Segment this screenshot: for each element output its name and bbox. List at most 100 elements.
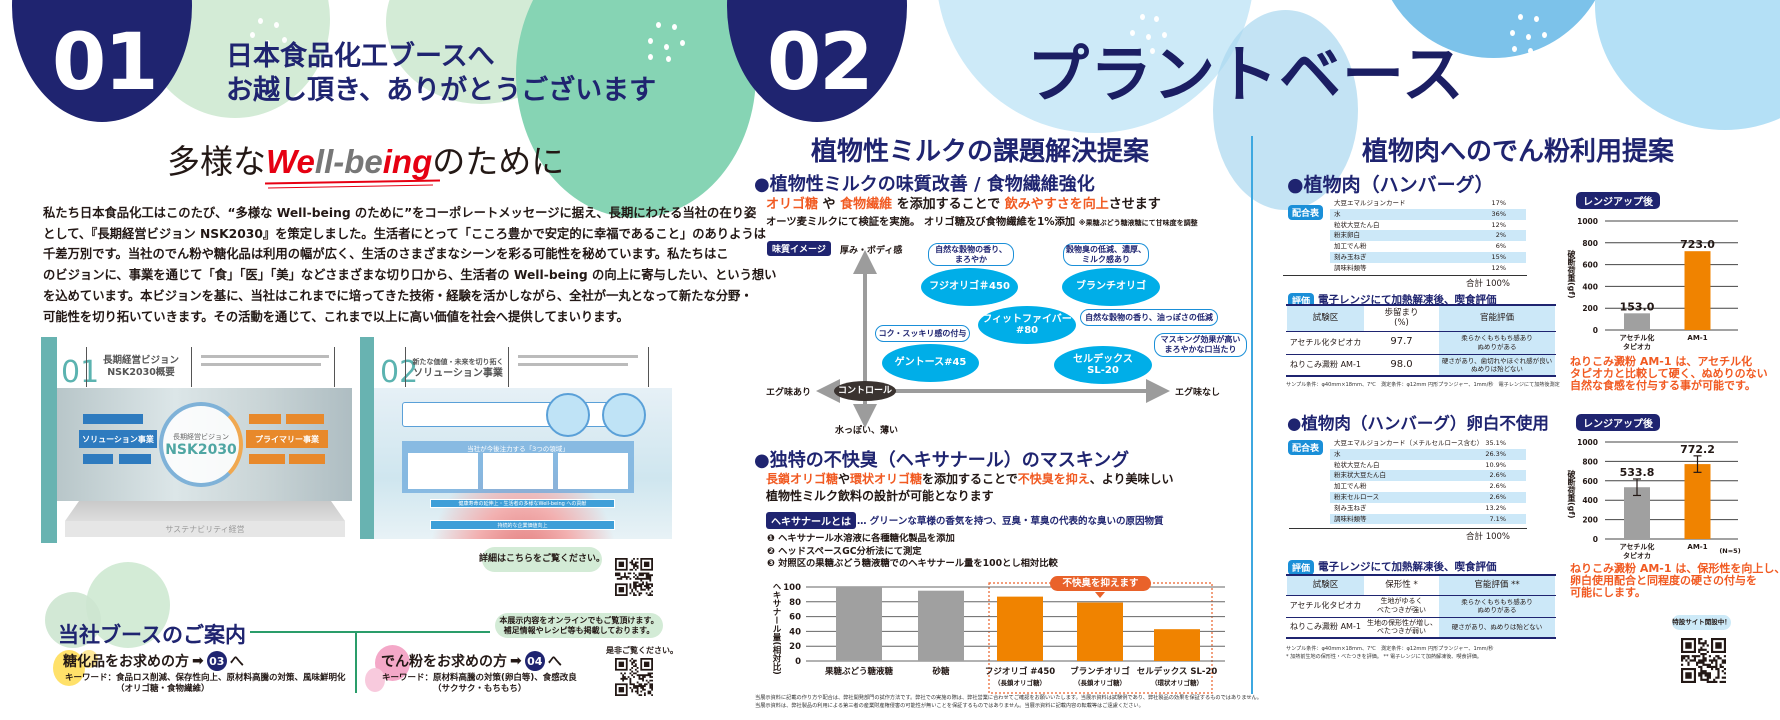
bar	[997, 596, 1043, 661]
online-bubble: 本展示内容をオンラインでもご覧頂けます。補足情報やレシピ等も掲載しております。	[495, 613, 663, 638]
bar	[1684, 464, 1711, 539]
hexanal-callout: 不快臭を抑えます	[1050, 576, 1151, 591]
starch-keywords: キーワード：原材料高騰の対策(卵白等)、食感改良（サクサク・もちもち）	[382, 673, 577, 694]
qr-modules	[615, 658, 653, 696]
milk-note-1: オーツ麦ミルクにて検証を実施。 オリゴ糖及び食物繊維を1%添加 ※果糖ぶどう糖液…	[766, 216, 1198, 228]
value-circle	[602, 393, 646, 437]
ingredient: 刻み玉ねぎ	[1334, 253, 1367, 261]
bar	[836, 587, 882, 661]
ratio: 12%	[1491, 263, 1506, 272]
category-label: 砂糖	[931, 666, 950, 677]
bar	[918, 590, 964, 661]
ratio: 36%	[1491, 209, 1506, 218]
column-header: 歩留まり (%)	[1364, 305, 1439, 332]
table-cell: 生地の保形性が増し、 べたつきが弱い	[1364, 617, 1439, 639]
column-header: 試験区	[1286, 305, 1365, 332]
ingredient: 粉末卵白	[1334, 231, 1360, 240]
column-divider	[1251, 136, 1253, 694]
paragraph-line: 千差万別です。当社のでん粉や糖化品は利用の幅が広く、生活のさまざまなシーンを彩る…	[43, 247, 729, 262]
meat-heading: 植物肉へのでん粉利用提案	[1362, 137, 1675, 167]
decor-circle	[365, 668, 385, 692]
decor-circle	[516, 0, 756, 218]
decor-dot	[656, 22, 661, 28]
category-label: AM-1	[1687, 334, 1707, 342]
y-tick-label: 200	[1582, 304, 1598, 313]
sub-box	[119, 454, 151, 464]
hexanal-bar-chart: 020406080100果糖ぶどう糖液糖砂糖フジオリゴ #450（長鎖オリゴ糖）…	[783, 582, 1225, 694]
decor-circle	[86, 562, 170, 648]
ratio: 10.9%	[1485, 460, 1506, 469]
qr-code-icon	[1681, 638, 1726, 683]
ratio: 2.6%	[1489, 493, 1506, 501]
sample-note: サンプル条件：φ40mm×18mm、7℃ 測定条件：φ12mm 円形プランジャー…	[1286, 382, 1560, 388]
axis-bottom-label: 水っぽい、薄い	[835, 426, 899, 436]
recipe-row: 大豆エマルジョンカード（メチルセルロース含む）35.1%	[1330, 438, 1526, 449]
y-tick-label: 600	[1582, 477, 1598, 486]
y-tick-label: 800	[1582, 239, 1598, 248]
decor-dot	[250, 32, 255, 38]
lineup-circle	[546, 393, 590, 437]
sub-box	[286, 414, 324, 424]
comment-bubble: マスキング効果が高い まろやかな口当たり	[1154, 333, 1247, 357]
decor-dot	[1146, 34, 1151, 40]
paragraph-line: として、『長期経営ビジョン NSK2030』を策定しました。生活者にとって「ここ…	[43, 226, 766, 241]
column-header: 保形性 *	[1364, 575, 1439, 596]
paragraph-line: 私たち日本食品化工はこのたび、“多様な Well-being のために”をコーポ…	[43, 206, 757, 220]
column-header: 官能評価	[1438, 305, 1556, 332]
product-branch-oligo: ブランチオリゴ	[1062, 268, 1160, 306]
panel-strip	[360, 337, 374, 539]
decor-dot	[1162, 32, 1167, 38]
page-title: プラントベース	[1027, 38, 1465, 111]
decor-dot	[664, 44, 669, 50]
ratio: 2%	[1495, 231, 1506, 240]
section-04-link[interactable]: 04	[524, 651, 545, 671]
value-label: 153.0	[1620, 300, 1655, 313]
ratio: 6%	[1495, 242, 1506, 251]
y-tick-label: 0	[1593, 535, 1598, 544]
decor-circle	[53, 650, 85, 686]
decor-circle	[1213, 10, 1358, 210]
comment-bubble: 自然な穀物の香り、油っぽさの低減	[1080, 309, 1218, 326]
decor-circle	[1595, 0, 1780, 130]
divider	[86, 347, 87, 387]
decor-dot	[258, 18, 263, 24]
table-row: アセチル化タピオカ生地がゆるく べたつきが強い柔らかくもちもち感あり ぬめりがあ…	[1286, 595, 1556, 618]
hexanal-description: … グリーンな草様の香気を持つ、豆臭・草臭の代表的な臭いの原因物質	[857, 516, 1164, 527]
ingredient: 粉末セルロース	[1334, 493, 1380, 501]
hexanal-y-label: ヘキサナール量(相対比)	[771, 582, 781, 675]
ratio: 2.6%	[1489, 471, 1506, 480]
ratio: 35.1%	[1485, 439, 1506, 447]
site-bubble: 特設サイト開設中！	[1672, 615, 1731, 630]
category-sublabel: （環状オリゴ糖）	[1151, 678, 1203, 687]
ratio: 12%	[1491, 220, 1506, 229]
qr-code-detail[interactable]	[615, 558, 653, 596]
solution-box: ソリューション事業	[79, 430, 157, 448]
chart-1-conclusion: ねりこみ澱粉 AM-1 は、アセチル化タピオカと比較して硬く、ぬめりのない自然な…	[1570, 355, 1768, 392]
welcome-title: 日本食品化工ブースへ お越し頂き、ありがとうございます	[226, 40, 656, 108]
section-03-link[interactable]: 03	[206, 651, 227, 671]
control-point: コントロール	[834, 381, 896, 401]
y-tick-label: 0	[1593, 326, 1598, 335]
decor-dot	[1518, 14, 1523, 20]
qr-code-site[interactable]	[1681, 638, 1726, 683]
qr-code-online[interactable]	[615, 658, 653, 696]
column-header: 試験区	[1286, 575, 1365, 596]
decor-dot	[1140, 14, 1145, 20]
ingredient: 大豆エマルジョンカード	[1334, 199, 1406, 207]
footnote: 当展示資料に記載の作り方や配合は、弊社開発部門の試作方法です。弊社での実施の際は…	[755, 695, 1262, 709]
divider	[405, 347, 406, 387]
category-label: タピオカ	[1623, 551, 1651, 560]
category-sublabel: （長鎖オリゴ糖）	[994, 678, 1046, 687]
panel-strip	[41, 337, 57, 543]
chart-2-badge: レンジアップ後	[1576, 414, 1660, 431]
y-tick-label: 600	[1582, 261, 1598, 270]
table-cell: 硬さがあり、歯切れやほぐれ感が良い ぬめりは殆どない	[1438, 354, 1556, 377]
table-header: 試験区歩留まり (%)官能評価	[1286, 305, 1556, 332]
ingredient: 調味料類等	[1334, 514, 1367, 523]
category-label: ブランチオリゴ	[1070, 666, 1130, 677]
slogan-pre: 多様な	[167, 142, 266, 181]
